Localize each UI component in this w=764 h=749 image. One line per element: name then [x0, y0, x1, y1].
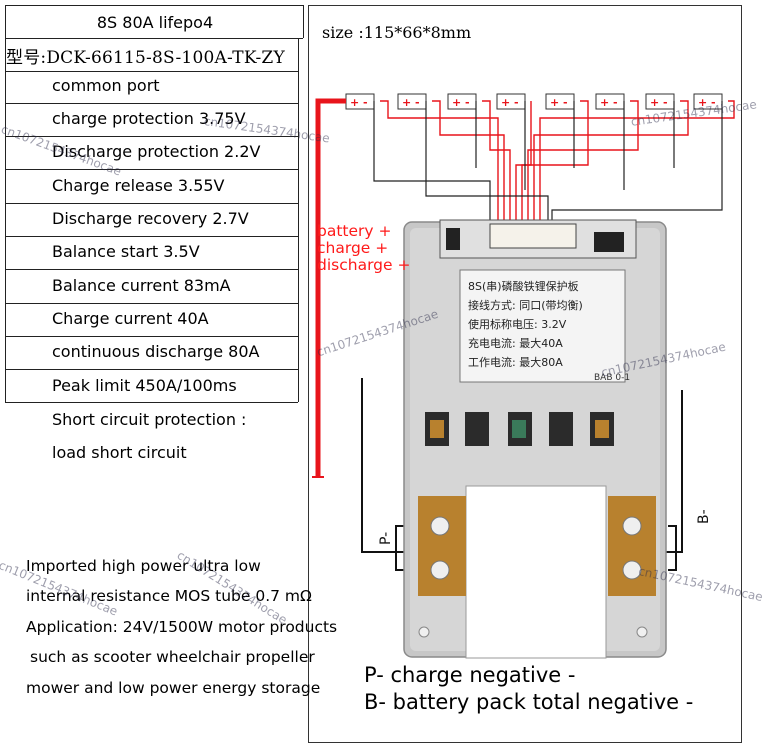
red-wire-label: battery + [317, 222, 392, 240]
spec-row: common port [52, 76, 160, 95]
b-terminal-label: B- [696, 509, 712, 524]
description-line: Application: 24V/1500W motor products [26, 618, 338, 636]
table-rule [5, 71, 298, 72]
description-line: internal resistance MOS tube 0.7 mΩ [26, 587, 312, 605]
cell-label: + - [402, 96, 420, 109]
diagram-panel [308, 5, 742, 743]
board-label [459, 269, 626, 383]
table-rule [5, 236, 298, 237]
table-rule [5, 203, 298, 204]
spec-row: load short circuit [52, 443, 187, 462]
table-border-right [298, 38, 299, 402]
p-bracket [395, 525, 404, 571]
cell-label: + - [501, 96, 519, 109]
table-rule [5, 402, 298, 403]
table-rule [5, 169, 298, 170]
cell-label: + - [550, 96, 568, 109]
red-wire [315, 98, 346, 478]
spec-row: charge protection 3.75V [52, 109, 246, 128]
board-label-line: 工作电流: 最大80A [468, 355, 563, 369]
table-rule [5, 369, 298, 370]
table-rule [5, 303, 298, 304]
spec-row: continuous discharge 80A [52, 342, 260, 361]
red-wire-label: discharge + [317, 256, 411, 274]
table-rule [5, 336, 298, 337]
spec-row: Balance current 83mA [52, 276, 231, 295]
balance-wires-black [373, 101, 723, 228]
table-border-right [303, 5, 304, 38]
board-label-line: 接线方式: 同口(带均衡) [468, 298, 583, 312]
cell-label: + - [600, 96, 618, 109]
p-wire [361, 378, 418, 553]
board-code: BAB 0-1 [594, 373, 630, 383]
table-rule [5, 38, 303, 39]
table-rule [5, 103, 298, 104]
description-line: mower and low power energy storage [26, 679, 321, 697]
table-rule [5, 269, 298, 270]
spec-row: Balance start 3.5V [52, 242, 200, 261]
description-line: Imported high power ultra low [26, 557, 261, 575]
spec-model: 型号:DCK-66115-8S-100A-TK-ZY [6, 48, 285, 68]
description-line: such as scooter wheelchair propeller [30, 648, 315, 666]
size-label: size :115*66*8mm [322, 23, 472, 42]
spec-row: Discharge recovery 2.7V [52, 209, 249, 228]
table-rule [5, 136, 298, 137]
red-wire-label: charge + [317, 239, 389, 257]
p-pad [418, 496, 466, 596]
table-rule [5, 5, 303, 6]
spec-row: Discharge protection 2.2V [52, 142, 261, 161]
spec-title: 8S 80A lifepo4 [96, 13, 214, 32]
spec-table: 8S 80A lifepo4 型号:DCK-66115-8S-100A-TK-Z… [6, 4, 304, 404]
cell-terminals [345, 93, 723, 110]
b-bracket [668, 525, 677, 571]
board-label-line: 充电电流: 最大40A [468, 336, 563, 350]
legend-b: B- battery pack total negative - [364, 690, 694, 714]
cell-label: + - [350, 96, 368, 109]
mos-windows [425, 412, 614, 446]
p-terminal-label: P- [378, 532, 394, 545]
board-cutout [465, 485, 607, 659]
cell-label: + - [452, 96, 470, 109]
b-pad [608, 496, 656, 596]
cell-label: + - [698, 96, 716, 109]
cell-label: + - [650, 96, 668, 109]
board-label-line: 8S(串)磷酸铁锂保护板 [468, 279, 579, 293]
spec-row: Peak limit 450A/100ms [52, 376, 237, 395]
balance-wires [380, 100, 735, 228]
legend-p: P- charge negative - [364, 663, 576, 687]
spec-row: Short circuit protection : [52, 410, 247, 429]
spec-row: Charge release 3.55V [52, 176, 225, 195]
protection-board: 8S(串)磷酸铁锂保护板 接线方式: 同口(带均衡) 使用标称电压: 3.2V … [403, 219, 667, 659]
board-label-line: 使用标称电压: 3.2V [468, 317, 567, 331]
spec-row: Charge current 40A [52, 309, 209, 328]
